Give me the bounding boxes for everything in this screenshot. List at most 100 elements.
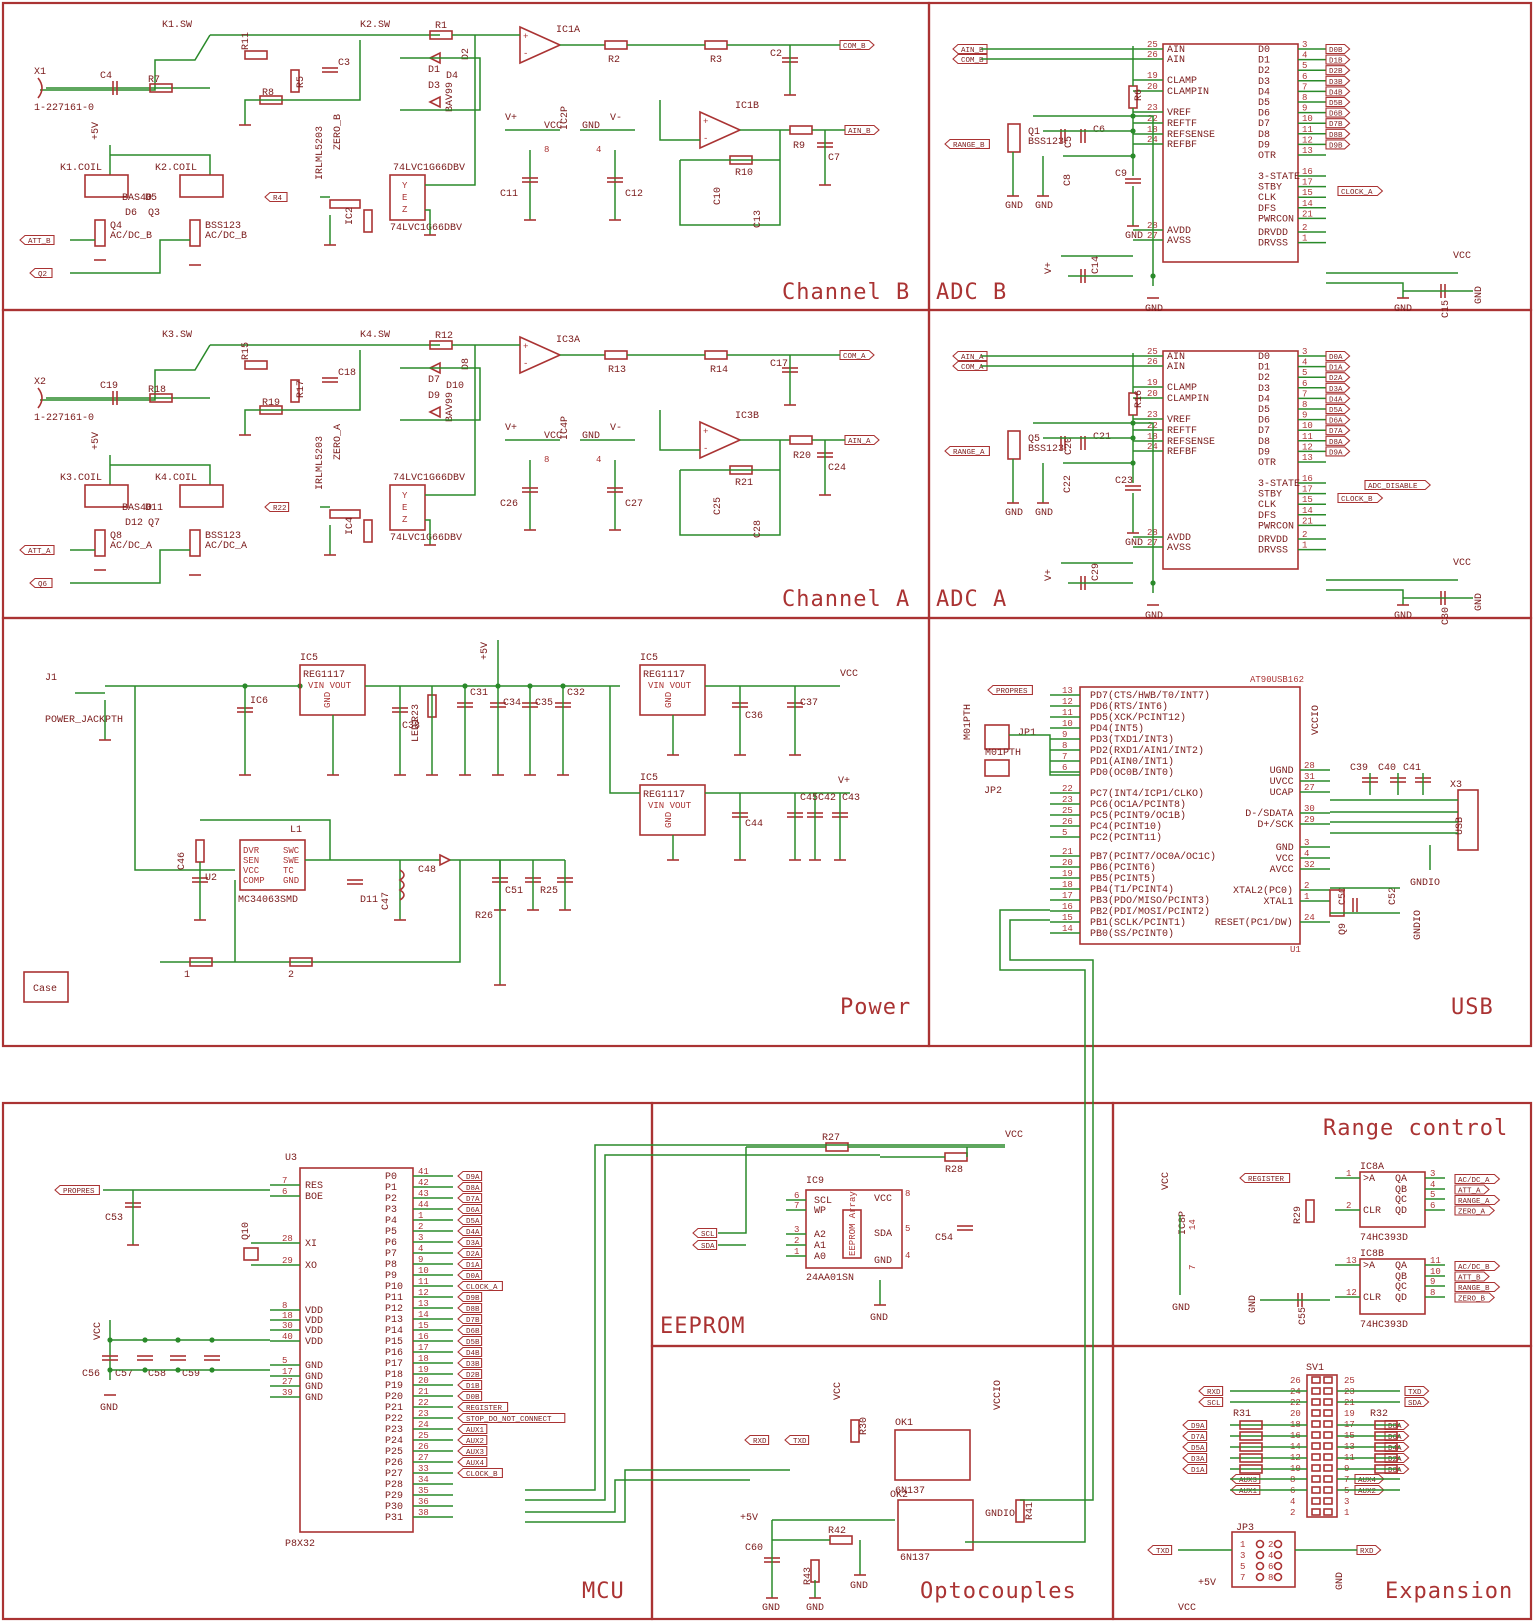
opamp-symbol <box>699 110 742 150</box>
pin-name: PB4(T1/PCINT4) <box>1090 884 1174 896</box>
pin-name: P15 <box>385 1337 403 1348</box>
component-label: U2 <box>205 873 217 884</box>
pin-number: 1 <box>794 1247 799 1257</box>
wire <box>425 209 431 235</box>
adc-pin-name: D4 <box>1258 394 1270 405</box>
gnd-label: GND <box>1172 1303 1190 1314</box>
section-title-adc-a: ADC A <box>936 587 1007 612</box>
pin-name: P17 <box>385 1359 403 1370</box>
supply-label: VCC <box>1453 251 1471 262</box>
net-label-text: D7B <box>1329 121 1343 129</box>
pin-number: 8 <box>1430 1288 1435 1298</box>
pin-name: SWE <box>283 856 299 866</box>
wire <box>525 1479 750 1513</box>
pin-name: PB6(PCINT6) <box>1090 862 1156 874</box>
component-label: D11 <box>145 503 163 514</box>
pin-number: 17 <box>418 1343 429 1353</box>
component-label: C37 <box>800 698 818 709</box>
pin-number: 30 <box>282 1321 293 1331</box>
pin-number: 23 <box>1344 1387 1355 1397</box>
net-label-flag <box>457 1412 566 1424</box>
component-label: R17 <box>296 380 307 398</box>
pin-name: PD0(OC0B/INT0) <box>1090 767 1174 779</box>
gnd-label: GND <box>1335 1572 1346 1590</box>
pin-number: 34 <box>418 1475 429 1485</box>
pin-number: 4 <box>596 455 601 465</box>
header-pin <box>1273 1539 1283 1549</box>
net-label-text: ATT_B <box>28 238 51 246</box>
component-label: LED1 <box>411 718 422 742</box>
ref-label: X3 <box>1450 780 1462 791</box>
adc-pin-number: 13 <box>1302 146 1313 156</box>
net-label-flag <box>1325 128 1351 139</box>
resistor <box>604 40 628 50</box>
header-pin <box>1311 1420 1321 1428</box>
net-label-flag <box>457 1203 483 1215</box>
net-label-flag <box>692 1239 718 1251</box>
header-pin <box>1323 1497 1333 1505</box>
adc-pin-name: D5 <box>1258 98 1270 109</box>
ref-label: C5 <box>1064 136 1075 148</box>
expansion-circuit: SV12624222018161412108642252321191715131… <box>1147 1363 1430 1614</box>
net-label-text: D7A <box>1329 428 1343 436</box>
pin-name: PD4(INT5) <box>1090 723 1144 735</box>
component-label: C27 <box>625 499 643 510</box>
component-label: D2 <box>461 48 472 60</box>
pin-number: 36 <box>418 1497 429 1507</box>
chip-ref: OK1 <box>895 1418 913 1429</box>
net-label-text: AUX1 <box>466 1427 485 1435</box>
pin-number: 5 <box>905 1224 910 1234</box>
pin-name: UCAP <box>1270 788 1294 799</box>
part-label: BSS123 <box>1028 444 1064 455</box>
ref-label: C29 <box>1091 563 1102 581</box>
net-label-text: AC/DC_B <box>1458 1264 1490 1272</box>
switching-regulator-body <box>239 839 306 891</box>
net-label-flag <box>457 1192 483 1204</box>
pin-name: XTAL2(PC0) <box>1233 885 1293 897</box>
header-pin <box>1323 1486 1333 1494</box>
pin-name: P4 <box>385 1216 397 1227</box>
adc-pin-name: D7 <box>1258 119 1270 130</box>
pin-name: QA <box>1395 1174 1407 1185</box>
pin-name: E <box>402 503 407 513</box>
junction-dot <box>462 683 468 689</box>
resistor <box>825 1142 849 1152</box>
ref-label: Q9 <box>1338 923 1349 935</box>
pin-number: 7 <box>1062 752 1067 762</box>
adc-pin-number: 3 <box>1302 40 1307 50</box>
net-label-text: AIN_B <box>961 47 984 55</box>
pin-name: VDD <box>305 1316 323 1327</box>
net-label-text: D8B <box>466 1306 480 1314</box>
opamp-minus: - <box>523 49 528 59</box>
diode-symbol <box>428 95 441 109</box>
component-label: D8 <box>461 358 472 370</box>
pin-name: PB5(PCINT5) <box>1090 873 1156 885</box>
pin-name: GND <box>874 1256 892 1267</box>
pin-name: PD7(CTS/HWB/T0/INT7) <box>1090 690 1210 702</box>
net-label-text: D4A <box>1388 1445 1402 1453</box>
net-label-text: COM_A <box>961 364 984 372</box>
pin-number: 42 <box>418 1178 429 1188</box>
net-label-text: AIN_A <box>848 438 871 446</box>
component-label: Q8 <box>110 531 122 542</box>
net-label-text: D2A <box>466 1251 480 1259</box>
net-label-flag <box>1182 1452 1208 1464</box>
net-label-flag <box>457 1390 483 1402</box>
adc-pin-name: D1 <box>1258 363 1270 374</box>
wire <box>525 1154 880 1501</box>
adc-pin-number: 17 <box>1302 178 1313 188</box>
pin-number: 30 <box>1304 804 1315 814</box>
header-pin <box>1311 1398 1321 1406</box>
relay-coil <box>84 174 129 198</box>
adc-pin-number: 8 <box>1302 400 1307 410</box>
pin-name: P0 <box>385 1172 397 1183</box>
component-label: IRLML5203 <box>315 436 326 490</box>
net-label-text: D5B <box>1329 100 1343 108</box>
adc-pin-number: 12 <box>1302 135 1313 145</box>
adc-pin-name: D0 <box>1258 45 1270 56</box>
section-title-mcu: MCU <box>582 1579 625 1604</box>
gnd-label: GND <box>1474 593 1485 611</box>
wire <box>40 34 211 91</box>
